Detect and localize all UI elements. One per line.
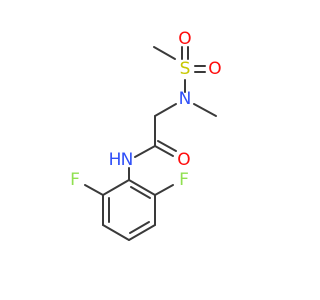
bond-n-ch2 [154, 103, 177, 117]
bond-n-ch3 [193, 103, 217, 117]
ring-bond-3 [128, 224, 156, 241]
bond-c-f-right [154, 184, 174, 196]
atom-f-right: F [179, 170, 189, 190]
ring-bond-4 [102, 224, 130, 241]
molecule-structure: O S O N N H O F F [70, 29, 222, 241]
ring-bond-6 [102, 179, 130, 196]
atom-o-carbonyl: O [177, 150, 190, 170]
ring-inner-2 [129, 221, 150, 234]
bonds [84, 46, 217, 241]
bond-carbonyl-o-2 [157, 140, 177, 152]
atom-labels: O S O N N H O F F [70, 29, 222, 190]
bond-carbonyl-nh [134, 145, 156, 158]
bond-ch3-s [153, 46, 176, 60]
bond-carbonyl-o-1 [154, 145, 174, 157]
bond-c-f-left [84, 184, 104, 196]
atom-f-left: F [70, 170, 80, 190]
ring-bond-1 [128, 179, 156, 196]
atom-n-amide: N [121, 150, 134, 170]
atom-o-top: O [178, 29, 191, 49]
atom-s-sulfonyl: S [180, 59, 191, 79]
atom-h-amide: H [109, 150, 122, 170]
atom-n-sulfonamide: N [179, 89, 192, 109]
ring-inner-1 [130, 186, 151, 199]
atom-o-right: O [208, 59, 221, 79]
